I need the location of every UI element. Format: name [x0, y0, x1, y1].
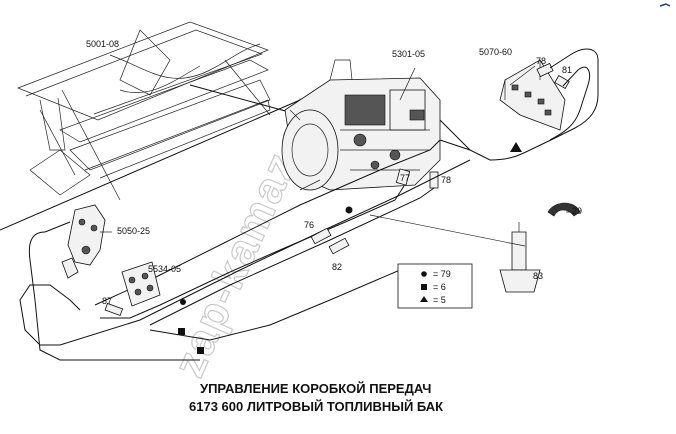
legend: = 79 = 6 = 5: [397, 263, 473, 309]
callout-81: 81: [562, 65, 572, 75]
fitting-82: [328, 237, 350, 255]
frame-drawing: [17, 21, 271, 201]
clamp-29: [547, 202, 581, 217]
fitting-77: [395, 168, 411, 186]
legend-triangle-icon: [420, 296, 428, 302]
frame-leader: [189, 84, 301, 116]
legend-square-icon: [421, 284, 427, 290]
callout-82: 82: [332, 262, 342, 272]
hose-lower-b: [100, 185, 405, 319]
callout-78-top: 78: [536, 56, 546, 66]
hose-bottom-return: [149, 269, 401, 341]
square-marker: [197, 347, 204, 354]
hose-long: [19, 159, 471, 346]
callout-5301-05: 5301-05: [392, 49, 425, 59]
triangle-marker: [510, 142, 522, 152]
hose-left-top: [44, 221, 71, 233]
fitting-78-right: [429, 171, 439, 189]
fitting-87: [104, 302, 124, 317]
square-marker: [178, 328, 185, 335]
callout-78-right: 78: [441, 175, 451, 185]
hose-lower-a: [149, 187, 435, 326]
legend-item: = 6: [433, 282, 446, 292]
hose-join: [439, 119, 471, 151]
circle-marker: [345, 206, 353, 214]
title-line-2: 6173 600 ЛИТРОВЫЙ ТОПЛИВНЫЙ БАК: [189, 399, 443, 414]
bracket-83: [499, 222, 541, 293]
callout-77: 77: [400, 173, 410, 183]
leader-5301: [399, 67, 416, 101]
gearbox-drawing: [281, 59, 441, 191]
hose-left-loop: [28, 231, 46, 301]
fitting-81: [554, 74, 570, 90]
callout-83: 83: [533, 271, 543, 281]
divider-line: [0, 99, 301, 231]
valve-block-drawing: [499, 59, 566, 131]
legend-item: = 79: [433, 269, 451, 279]
callout-5070-60: 5070-60: [479, 47, 512, 57]
callout-29: 29: [572, 206, 582, 216]
callout-5534-05: 5534-05: [148, 264, 181, 274]
hose-bottom: [34, 299, 200, 361]
bracket-5050: [61, 204, 106, 279]
corner-mark: [659, 3, 671, 7]
leader-83: [369, 214, 526, 247]
legend-item: = 5: [433, 295, 446, 305]
callout-5050-25: 5050-25: [117, 226, 150, 236]
fitting-76: [310, 227, 332, 245]
hose-upper: [439, 48, 599, 161]
title-line-1: УПРАВЛЕНИЕ КОРОБКОЙ ПЕРЕДАЧ: [200, 381, 431, 396]
callout-76: 76: [304, 220, 314, 230]
callout-5001-08: 5001-08: [86, 39, 119, 49]
callout-87: 87: [102, 296, 112, 306]
bracket-5534: [121, 261, 161, 307]
legend-circle-icon: [421, 271, 427, 277]
circle-marker: [180, 299, 186, 305]
leader-5070: [509, 65, 536, 86]
hose-81: [549, 66, 591, 141]
